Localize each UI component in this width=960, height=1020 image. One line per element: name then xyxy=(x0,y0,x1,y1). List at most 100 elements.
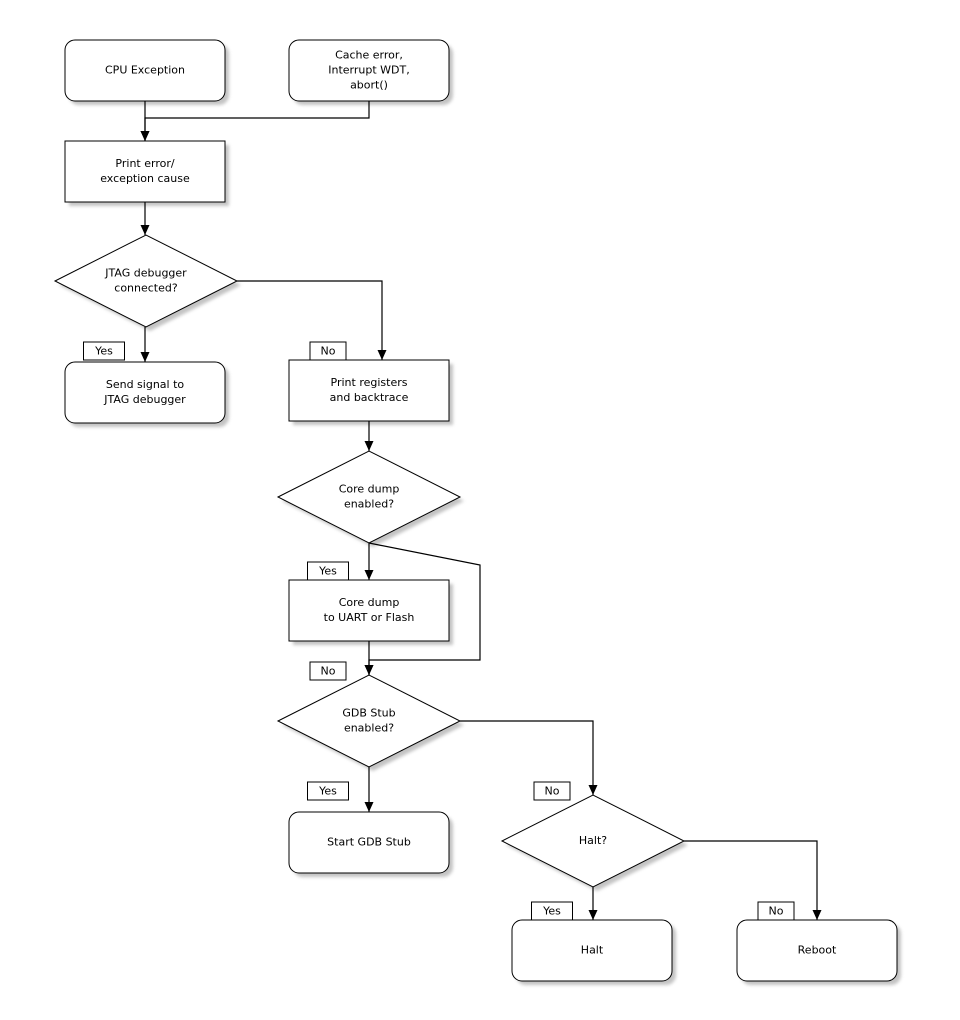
edge-label-text: No xyxy=(321,665,336,678)
node-label: Halt? xyxy=(579,834,607,847)
node-label: CPU Exception xyxy=(105,64,185,77)
node-start-gdbstub[interactable]: Start GDB Stub xyxy=(288,811,450,874)
edge-label-box xyxy=(531,901,573,921)
edge-label-edge-halt-no: No xyxy=(757,901,795,921)
edge-arrowhead xyxy=(140,225,150,235)
edge-arrowhead xyxy=(588,910,598,920)
edge-arrowhead xyxy=(812,910,822,920)
node-cache-error[interactable]: Cache error, Interrupt WDT, abort() xyxy=(288,39,450,102)
edge-label-edge-jtag-yes: Yes xyxy=(83,341,125,361)
edge-path xyxy=(144,101,370,141)
edge-label-box xyxy=(307,561,349,581)
node-label: Core dump xyxy=(339,596,400,609)
edge-label-box xyxy=(533,781,571,801)
edge-label-edge-gdb-no: No xyxy=(533,781,571,801)
node-shape-rounded-rect xyxy=(64,39,226,102)
node-coredump-enabled[interactable]: Core dump enabled? xyxy=(276,450,462,544)
edge-arrowhead xyxy=(364,665,374,675)
node-label: exception cause xyxy=(100,172,190,185)
edge-label-edge-coredump-no-bypass: No xyxy=(309,661,347,681)
node-send-signal[interactable]: Send signal to JTAG debugger xyxy=(64,361,226,424)
edge-path xyxy=(237,280,383,360)
edge-arrowhead xyxy=(140,131,150,141)
edge-edge-jtag-no xyxy=(237,280,387,360)
node-label: Reboot xyxy=(798,944,837,957)
edge-label-box xyxy=(307,781,349,801)
node-cpu-exception[interactable]: CPU Exception xyxy=(64,39,226,102)
node-label: Core dump xyxy=(339,483,400,496)
node-shape-rounded-rect xyxy=(736,919,898,982)
edge-edge-jtag-yes xyxy=(140,327,150,362)
node-label: abort() xyxy=(350,79,388,92)
node-label: JTAG debugger xyxy=(104,267,187,280)
edge-edge-registers-to-coredump xyxy=(364,421,374,451)
node-label: GDB Stub xyxy=(342,707,395,720)
edge-label-box xyxy=(309,661,347,681)
edge-label-box xyxy=(83,341,125,361)
edge-edge-print-to-jtag xyxy=(140,202,150,235)
node-shape-rounded-rect xyxy=(64,361,226,424)
edge-arrowhead xyxy=(140,352,150,362)
edge-label-text: Yes xyxy=(542,905,561,918)
node-label: Halt xyxy=(581,944,604,957)
node-label: Send signal to xyxy=(106,378,185,391)
edge-label-text: Yes xyxy=(94,345,113,358)
node-shape-rect xyxy=(288,579,450,642)
node-label: JTAG debugger xyxy=(103,393,186,406)
edge-arrowhead xyxy=(364,570,374,580)
node-label: Print error/ xyxy=(115,157,174,170)
edge-edge-cache-to-print xyxy=(140,101,370,141)
node-print-error[interactable]: Print error/exception cause xyxy=(64,140,226,203)
edge-label-box xyxy=(309,341,347,361)
edge-arrowhead xyxy=(588,785,598,795)
edge-label-text: Yes xyxy=(318,785,337,798)
edge-edge-coredump-yes xyxy=(364,543,374,580)
node-jtag-connected[interactable]: JTAG debugger connected? xyxy=(53,234,239,328)
edge-label-edge-gdb-yes: Yes xyxy=(307,781,349,801)
edge-label-text: No xyxy=(545,785,560,798)
edge-edge-gdb-yes xyxy=(364,767,374,812)
edge-edge-gdb-no xyxy=(460,720,598,795)
edge-path xyxy=(684,840,818,920)
node-reboot[interactable]: Reboot xyxy=(736,919,898,982)
edge-layer xyxy=(140,101,822,920)
node-shape-diamond xyxy=(276,450,462,544)
edge-edge-halt-no xyxy=(684,840,822,920)
node-shape-rounded-rect xyxy=(288,39,450,102)
edge-label-edge-jtag-no: No xyxy=(309,341,347,361)
node-coredump-write[interactable]: Core dump to UART or Flash xyxy=(288,579,450,642)
edge-label-edge-halt-yes: Yes xyxy=(531,901,573,921)
node-shape-diamond xyxy=(500,794,686,888)
edge-label-text: Yes xyxy=(318,565,337,578)
node-shape-rect xyxy=(288,359,450,422)
node-label: connected? xyxy=(114,282,178,295)
node-gdbstub-enabled[interactable]: GDB Stub enabled? xyxy=(276,674,462,768)
edge-path xyxy=(460,720,594,795)
node-label: enabled? xyxy=(344,498,394,511)
node-shape-diamond xyxy=(276,674,462,768)
node-label: to UART or Flash xyxy=(324,611,415,624)
node-shape-rounded-rect xyxy=(511,919,673,982)
edge-label-text: No xyxy=(321,345,336,358)
node-print-registers[interactable]: Print registers and backtrace xyxy=(288,359,450,422)
edge-arrowhead xyxy=(364,802,374,812)
node-halt[interactable]: Halt xyxy=(511,919,673,982)
node-layer: CPU Exception Cache error, Interrupt WDT, a… xyxy=(53,39,898,982)
node-label: Print registers xyxy=(331,376,408,389)
node-label: and backtrace xyxy=(330,391,409,404)
edge-label-text: No xyxy=(769,905,784,918)
node-label: Cache error, xyxy=(335,49,403,62)
node-shape-diamond xyxy=(53,234,239,328)
node-halt-decision[interactable]: Halt? xyxy=(500,794,686,888)
edge-label-box xyxy=(757,901,795,921)
node-label: enabled? xyxy=(344,722,394,735)
node-shape-rect xyxy=(64,140,226,203)
node-label: Interrupt WDT, xyxy=(328,64,409,77)
edge-edge-coredump-to-gdb xyxy=(364,641,374,675)
edge-edge-halt-yes xyxy=(588,887,598,920)
edge-arrowhead xyxy=(377,350,387,360)
node-shape-rounded-rect xyxy=(288,811,450,874)
